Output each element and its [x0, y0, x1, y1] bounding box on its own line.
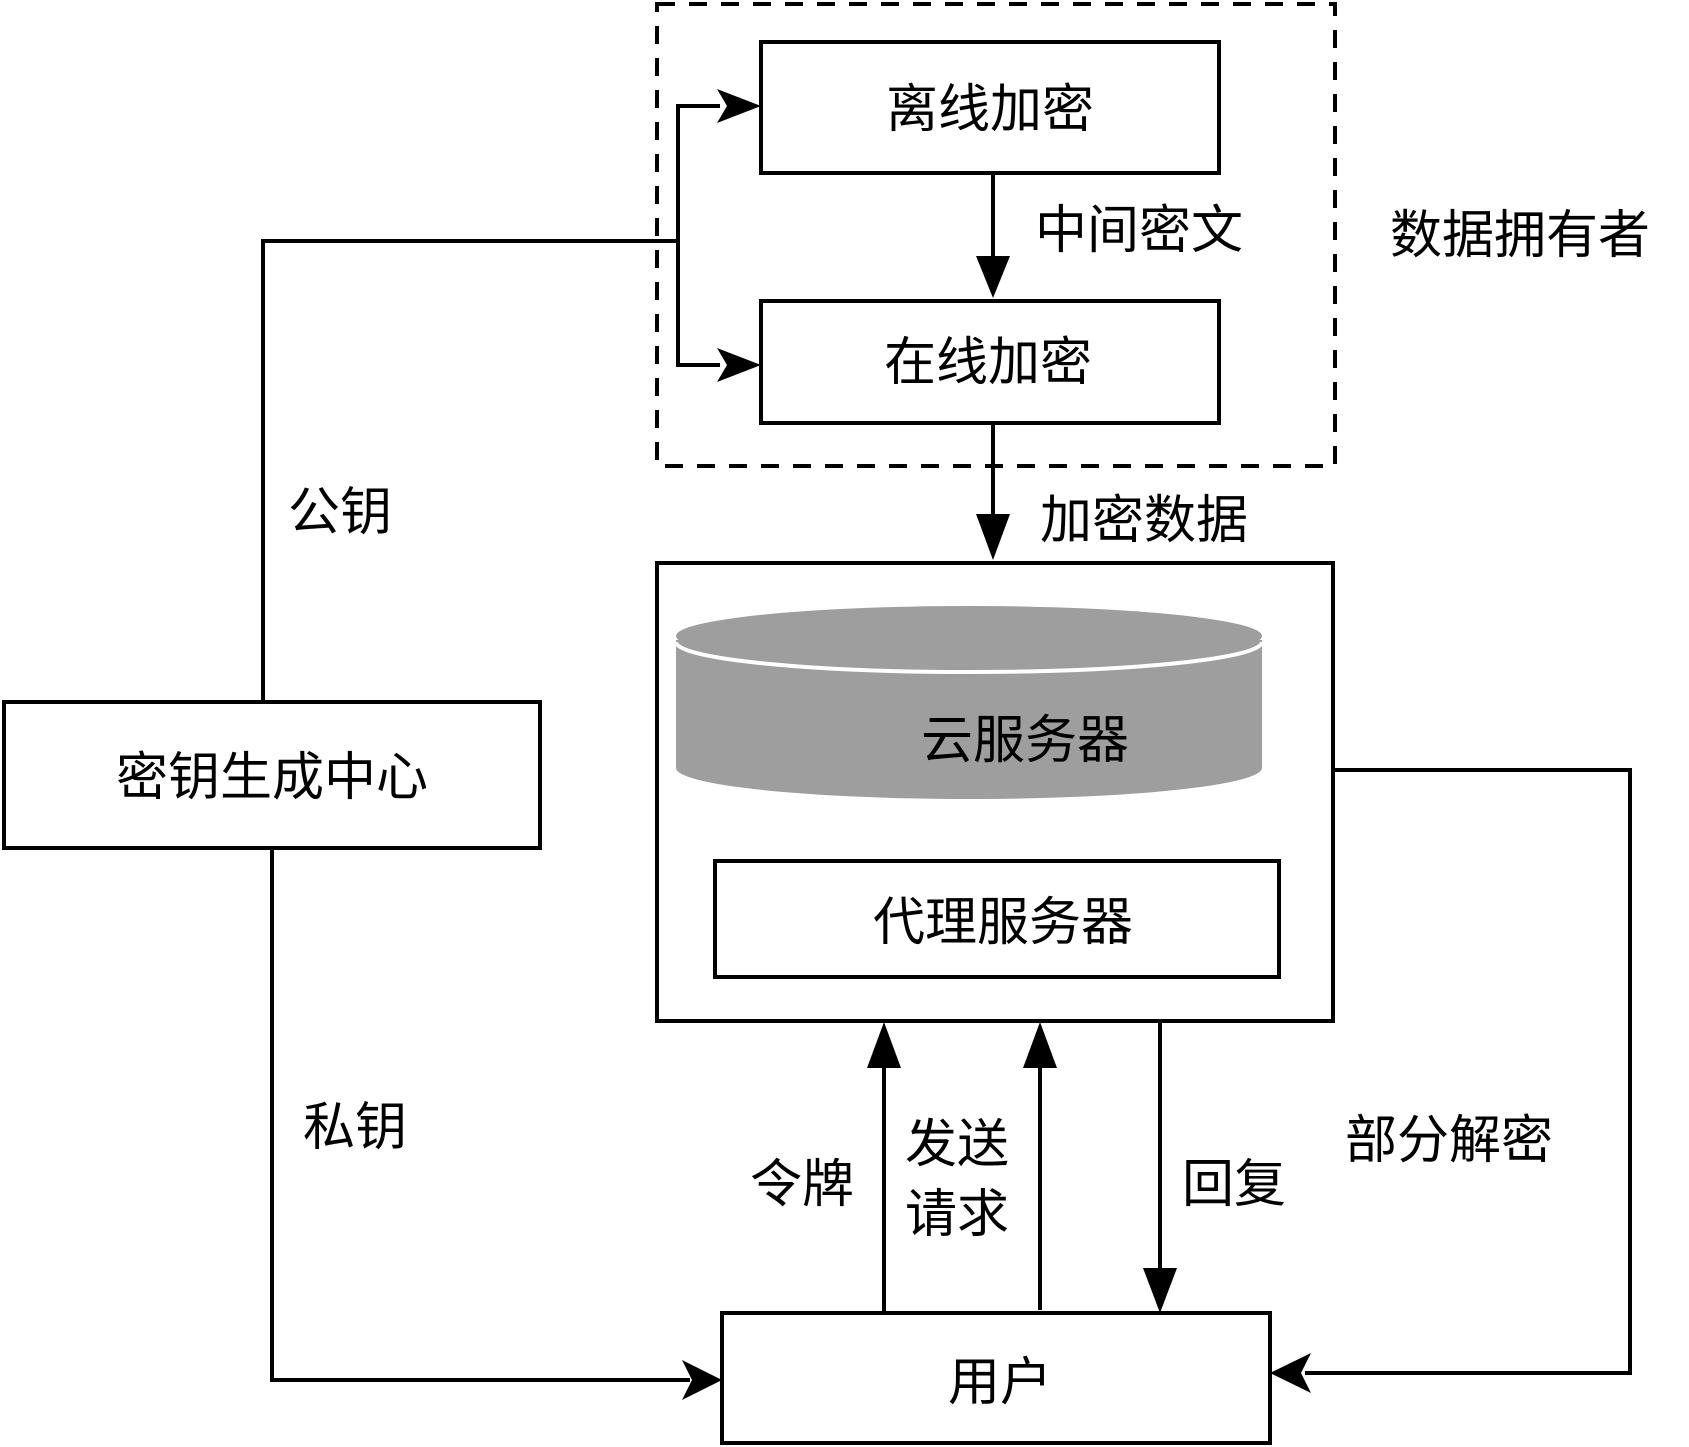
data-owner-label: 数据拥有者: [1390, 206, 1650, 266]
public-key-line: [261, 239, 678, 700]
private-key-line: [270, 848, 690, 1382]
private-key-arrowhead: [682, 1360, 722, 1400]
offline-encryption-label: 离线加密: [886, 80, 1094, 140]
partial-decryption-line: [1305, 768, 1632, 1375]
offline-encryption-node[interactable]: 离线加密: [759, 40, 1221, 175]
reply-label: 回复: [1182, 1155, 1286, 1215]
public-key-label: 公钥: [288, 483, 392, 543]
key-generation-center-label: 密钥生成中心: [116, 748, 428, 808]
cloud-server-cylinder-rim: [674, 641, 1264, 674]
send-request-label-line2: 请求: [905, 1185, 1009, 1245]
partial-decryption-arrowhead: [1270, 1353, 1311, 1393]
user-label: 用户: [948, 1353, 1052, 1413]
cloud-server-label: 云服务器: [921, 711, 1129, 771]
intermediate-ciphertext-arrowhead: [976, 256, 1010, 298]
cloud-server-cylinder-top: [676, 606, 1262, 666]
encrypted-data-label: 加密数据: [1040, 491, 1248, 551]
public-key-arrowhead-offline: [717, 89, 761, 123]
proxy-server-node[interactable]: 代理服务器: [713, 859, 1281, 979]
online-encryption-label: 在线加密: [884, 333, 1092, 393]
private-key-label: 私钥: [303, 1098, 407, 1158]
cloud-server-node[interactable]: 云服务器: [674, 606, 1264, 799]
token-label: 令牌: [750, 1155, 854, 1215]
public-key-arrowhead-online: [717, 348, 761, 382]
reply-arrowhead: [1143, 1268, 1177, 1313]
send-request-arrowhead: [1023, 1022, 1057, 1068]
intermediate-ciphertext-label: 中间密文: [1035, 201, 1243, 261]
data-owner-group-boundary: [655, 2, 1337, 468]
key-generation-center-node[interactable]: 密钥生成中心: [2, 700, 542, 850]
user-node[interactable]: 用户: [720, 1311, 1272, 1445]
token-arrowhead: [867, 1022, 901, 1068]
partial-decryption-label: 部分解密: [1345, 1111, 1553, 1171]
proxy-server-label: 代理服务器: [873, 893, 1133, 953]
online-encryption-node[interactable]: 在线加密: [759, 299, 1221, 425]
public-key-branch-line: [676, 104, 720, 367]
encrypted-data-arrowhead: [976, 514, 1010, 560]
cloud-server-cylinder-body: [676, 640, 1262, 799]
send-request-label-line1: 发送: [905, 1115, 1009, 1175]
